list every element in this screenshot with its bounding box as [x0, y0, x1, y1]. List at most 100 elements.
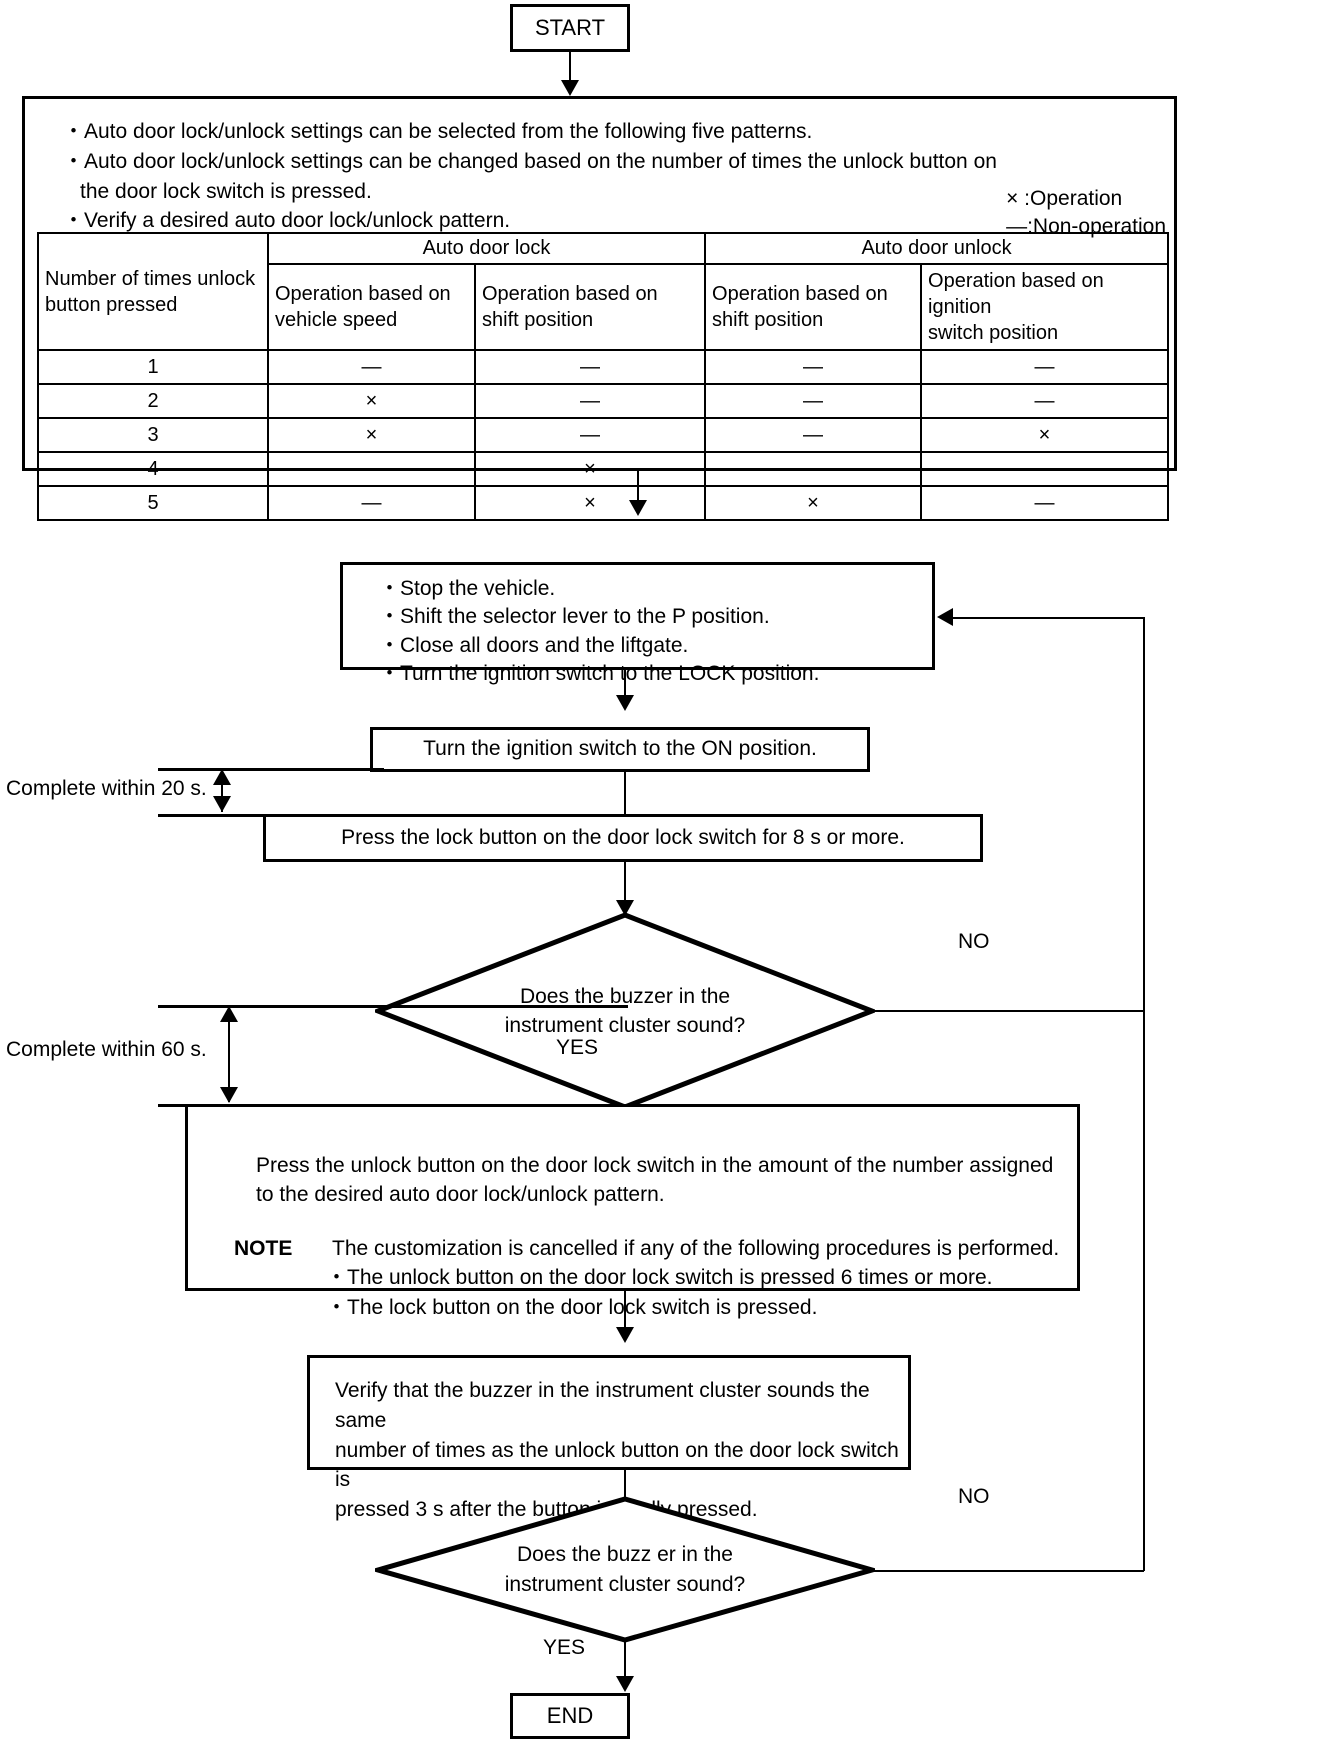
row-number: 4 — [37, 451, 269, 487]
cell-value: — — [267, 349, 476, 385]
end-node: END — [510, 1693, 630, 1739]
cell-value: — — [473, 383, 707, 419]
arrow-decision1-no-to-prepare — [937, 608, 953, 626]
table-row: 5 — × × — — [37, 485, 1170, 521]
cell-value: × — [473, 451, 707, 487]
prepare-bullet-3: ・Close all doors and the liftgate. — [379, 633, 689, 657]
verify-line2: number of times as the unlock button on … — [335, 1438, 899, 1492]
timing-60s-arrow-up — [220, 1006, 238, 1022]
group-header-auto-door-lock: Auto door lock — [266, 232, 707, 265]
cell-value: × — [920, 417, 1170, 453]
sub-header-shift-position-lock: Operation based on shift position — [473, 263, 707, 351]
timing-60s-top-rule — [158, 1005, 628, 1008]
table-row: 4 — × — — — [37, 451, 1170, 487]
timing-60s-label: Complete within 60 s. — [6, 1038, 207, 1061]
timing-60s-double-arrow-shaft — [228, 1008, 230, 1102]
note-bullet-2: ・The lock button on the door lock switch… — [326, 1295, 818, 1319]
arrow-decision2-yes — [616, 1676, 634, 1692]
arrow-info-to-prepare — [629, 500, 647, 516]
press-unlock-note-box: Press the unlock button on the door lock… — [185, 1104, 1080, 1319]
note-bullet-1: ・The unlock button on the door lock swit… — [326, 1266, 993, 1290]
group-header-auto-door-unlock: Auto door unlock — [704, 232, 1170, 265]
cell-value: × — [267, 383, 476, 419]
cell-value: — — [704, 451, 923, 487]
cell-value: — — [920, 485, 1170, 521]
press-unlock-line2: to the desired auto door lock/unlock pat… — [256, 1183, 665, 1207]
cell-value: × — [473, 485, 707, 521]
row-number: 1 — [37, 349, 269, 385]
press-unlock-text: Press the unlock button on the door lock… — [256, 1151, 1053, 1210]
connector-note-to-verify — [624, 1291, 626, 1333]
bullet-glyph: ・ — [63, 149, 84, 173]
cell-value: — — [704, 383, 923, 419]
legend-operation: × :Operation — [1006, 187, 1123, 210]
timing-20s-top-rule — [158, 768, 384, 771]
table-header-row-groups: Number of times unlock button pressed Au… — [37, 232, 1170, 351]
row-header-line1: Number of times unlock — [45, 267, 256, 290]
row-number: 3 — [37, 417, 269, 453]
cell-value: — — [704, 349, 923, 385]
cell-value: — — [267, 451, 476, 487]
cell-value: — — [920, 451, 1170, 487]
timing-60s-arrow-down — [220, 1087, 238, 1103]
info-panel: ・Auto door lock/unlock settings can be s… — [22, 96, 1177, 521]
decision2-no-label: NO — [958, 1485, 990, 1508]
row-number: 5 — [37, 485, 269, 521]
sub-header-vehicle-speed: Operation based on vehicle speed — [267, 263, 476, 351]
decision-buzzer-sound-1: Does the buzzer in the instrument cluste… — [375, 912, 875, 1110]
decision2-yes-label: YES — [543, 1636, 586, 1659]
decision-buzzer-sound-2: Does the buzz er in the instrument clust… — [375, 1496, 875, 1643]
bullet-glyph: ・ — [63, 209, 84, 233]
bullet-glyph: ・ — [326, 1295, 347, 1319]
row-number: 2 — [37, 383, 269, 419]
info-bullet-list: ・Auto door lock/unlock settings can be s… — [63, 117, 997, 236]
table-row: 1 — — — — — [37, 349, 1170, 385]
press-unlock-line1: Press the unlock button on the door lock… — [256, 1154, 1054, 1177]
diamond-shape-icon — [375, 1496, 875, 1643]
timing-20s-label: Complete within 20 s. — [6, 777, 207, 800]
connector-presslock-to-decision1 — [624, 862, 626, 906]
arrow-start-to-info — [561, 80, 579, 96]
decision2-no-horizontal — [872, 1570, 1144, 1572]
note-block: NOTE The customization is cancelled if a… — [234, 1234, 1069, 1322]
connector-ignition-to-presslock — [624, 772, 626, 830]
note-keyword: NOTE — [234, 1237, 293, 1260]
table-row: 3 × — — × — [37, 417, 1170, 453]
arrow-prepare-to-ignition — [616, 695, 634, 711]
bullet-glyph: ・ — [379, 662, 400, 686]
connector-verify-to-decision2 — [624, 1470, 626, 1510]
connector-decision2-yes — [624, 1640, 626, 1682]
prepare-bullet-1: ・Stop the vehicle. — [379, 577, 556, 600]
table-row: 2 × — — — — [37, 383, 1170, 419]
cell-value: — — [920, 383, 1170, 419]
connector-prepare-to-ignition — [624, 670, 626, 698]
decision1-no-horizontal — [872, 1010, 1144, 1012]
start-node: START — [510, 4, 630, 52]
table-row-header-cell: Number of times unlock button pressed — [37, 232, 269, 351]
table-header-row-subs: Operation based on vehicle speed Operati… — [38, 263, 1170, 351]
bullet-glyph: ・ — [326, 1266, 347, 1290]
timing-20s-arrow-up — [213, 769, 231, 785]
decision1-no-return-horizontal — [952, 617, 1144, 619]
connector-info-to-prepare — [637, 471, 639, 503]
info-bullet-2: ・Auto door lock/unlock settings can be c… — [63, 149, 997, 173]
bullet-glyph: ・ — [379, 605, 400, 629]
info-bullet-1: ・Auto door lock/unlock settings can be s… — [63, 120, 813, 143]
bullet-glyph: ・ — [379, 633, 400, 657]
timing-20s-arrow-down — [213, 796, 231, 812]
verify-buzzer-text: Verify that the buzzer in the instrument… — [335, 1376, 908, 1525]
cell-value: — — [920, 349, 1170, 385]
info-bullet-2-continuation: the door lock switch is pressed. — [80, 179, 372, 203]
diamond-shape-icon — [375, 912, 875, 1110]
timing-20s-double-arrow-shaft — [221, 770, 223, 812]
decision2-no-vertical — [1143, 617, 1145, 1571]
cell-value: — — [473, 417, 707, 453]
end-label: END — [546, 1703, 594, 1729]
prepare-vehicle-box: ・Stop the vehicle. ・Shift the selector l… — [340, 562, 935, 685]
prepare-bullet-4: ・Turn the ignition switch to the LOCK po… — [379, 662, 820, 686]
ignition-on-label: Turn the ignition switch to the ON posit… — [423, 737, 817, 761]
decision1-no-label: NO — [958, 930, 990, 953]
bullet-glyph: ・ — [379, 577, 400, 600]
start-label: START — [534, 15, 606, 41]
